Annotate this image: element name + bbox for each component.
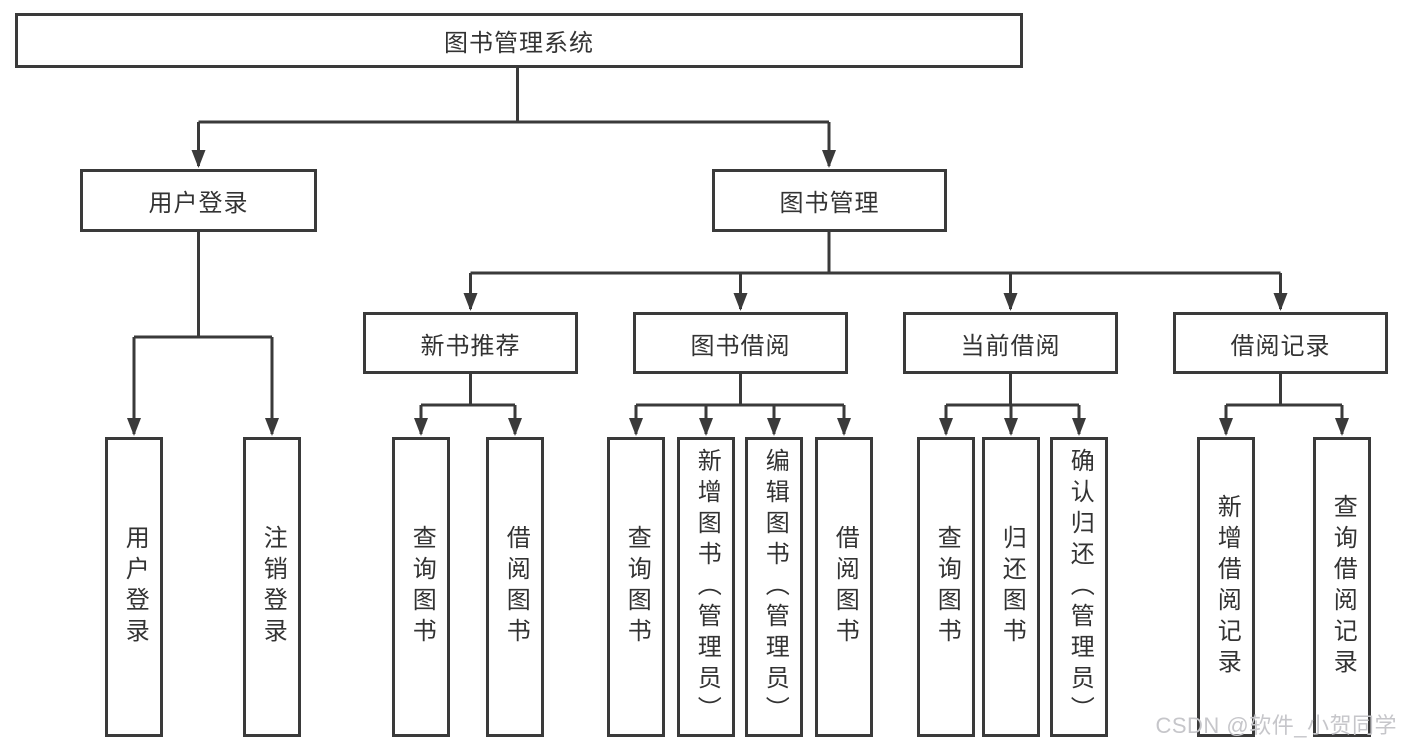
node-login: 用户登录 (105, 437, 163, 737)
node-bb-borrow-books: 借阅图书 (815, 437, 873, 737)
node-nbr-borrow-books: 借阅图书 (486, 437, 544, 737)
node-borrowing-records: 借阅记录 (1173, 312, 1388, 374)
node-bb-add-books-admin: 新增图书（管理员） (677, 437, 735, 737)
node-cb-query-books: 查询图书 (917, 437, 975, 737)
node-br-query-record: 查询借阅记录 (1313, 437, 1371, 737)
node-new-book-recommendation: 新书推荐 (363, 312, 578, 374)
node-br-add-record: 新增借阅记录 (1197, 437, 1255, 737)
node-bb-edit-books-admin: 编辑图书（管理员） (745, 437, 803, 737)
csdn-watermark: CSDN @软件_小贺同学 (1155, 713, 1397, 738)
node-bb-query-books: 查询图书 (607, 437, 665, 737)
node-book-borrowing: 图书借阅 (633, 312, 848, 374)
node-cb-return-books: 归还图书 (982, 437, 1040, 737)
node-logout: 注销登录 (243, 437, 301, 737)
node-nbr-query-books: 查询图书 (392, 437, 450, 737)
node-book-management: 图书管理 (712, 169, 947, 232)
node-current-borrowing: 当前借阅 (903, 312, 1118, 374)
node-cb-confirm-return-admin: 确认归还（管理员） (1050, 437, 1108, 737)
node-user-login: 用户登录 (80, 169, 317, 232)
node-library-system: 图书管理系统 (15, 13, 1023, 68)
